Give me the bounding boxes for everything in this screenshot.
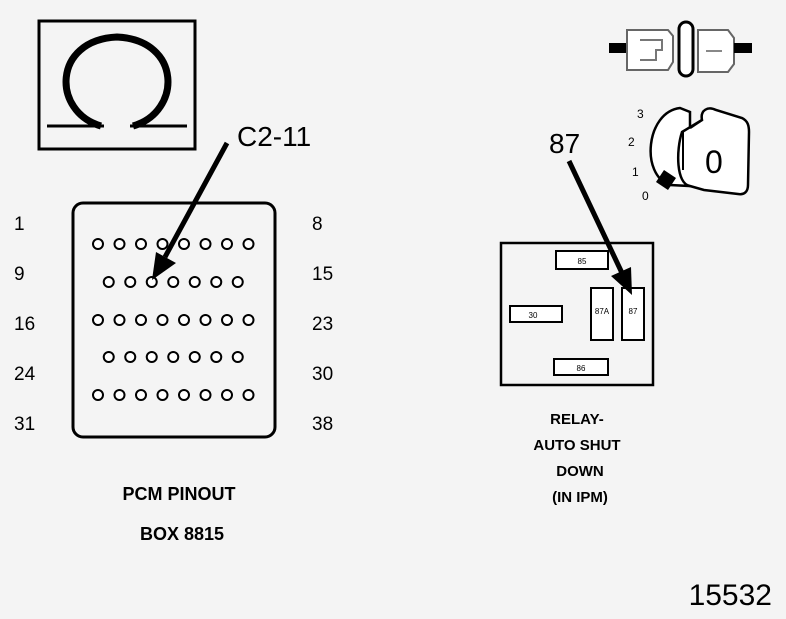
pin-label-9: 9 bbox=[14, 264, 25, 285]
pcm-pin-19 bbox=[156, 314, 169, 326]
ignition-position-1: 1 bbox=[632, 165, 639, 179]
relay-terminal-86-label: 86 bbox=[577, 364, 586, 373]
pcm-pin-21 bbox=[199, 314, 212, 326]
ignition-position-0: 0 bbox=[642, 189, 649, 203]
pcm-pin-5 bbox=[178, 238, 190, 250]
pcm-caption-line2: BOX 8815 bbox=[140, 524, 224, 544]
pin-label-23: 23 bbox=[312, 314, 333, 335]
pcm-pin-37 bbox=[221, 389, 233, 401]
relay-caption-line3: DOWN bbox=[556, 463, 604, 480]
relay-callout-label: 87 bbox=[549, 128, 580, 159]
relay-caption-line2: AUTO SHUT bbox=[533, 437, 620, 454]
pin-label-16: 16 bbox=[14, 314, 35, 335]
pcm-pin-27 bbox=[167, 351, 180, 363]
pcm-pin-36 bbox=[199, 389, 212, 401]
pcm-pin-35 bbox=[178, 389, 190, 401]
ohm-symbol-icon bbox=[37, 19, 197, 151]
relay-terminal-85-label: 85 bbox=[578, 257, 587, 266]
pcm-pin-29 bbox=[210, 351, 223, 363]
pcm-pin-16 bbox=[92, 314, 104, 326]
pcm-pin-7 bbox=[221, 238, 233, 250]
pcm-pin-22 bbox=[221, 314, 233, 326]
relay-terminal-87-label: 87 bbox=[629, 307, 638, 316]
pcm-pin-12 bbox=[167, 276, 180, 288]
pcm-pin-38 bbox=[242, 389, 255, 401]
ignition-key-icon bbox=[649, 106, 751, 196]
pin-label-8: 8 bbox=[312, 214, 323, 235]
ignition-position-3: 3 bbox=[637, 107, 644, 121]
pcm-pin-14 bbox=[210, 276, 223, 288]
pin-label-30: 30 bbox=[312, 364, 333, 385]
pcm-pin-13 bbox=[188, 276, 201, 288]
pcm-pin-34 bbox=[156, 389, 169, 401]
pin-label-24: 24 bbox=[14, 364, 36, 385]
pcm-pin-30 bbox=[231, 351, 244, 363]
relay-callout-arrow bbox=[566, 159, 632, 295]
pcm-pin-10 bbox=[124, 276, 137, 288]
relay-terminal-87 bbox=[621, 287, 645, 341]
ignition-key-label: 0 bbox=[705, 144, 723, 180]
ignition-switch-icon bbox=[609, 20, 752, 78]
pin-label-38: 38 bbox=[312, 414, 333, 435]
pin-label-15: 15 bbox=[312, 264, 333, 285]
pcm-pin-4 bbox=[156, 238, 169, 250]
ignition-position-2: 2 bbox=[628, 135, 635, 149]
pin-label-31: 31 bbox=[14, 414, 35, 435]
pcm-pin-17 bbox=[113, 314, 126, 326]
pcm-pin-24 bbox=[102, 351, 115, 363]
pcm-pin-32 bbox=[113, 389, 126, 401]
pcm-pin-23 bbox=[242, 314, 255, 326]
pcm-pin-9 bbox=[102, 276, 115, 288]
pcm-pin-31 bbox=[92, 389, 104, 401]
relay-body bbox=[499, 241, 655, 387]
pcm-callout-arrow bbox=[152, 141, 230, 280]
pcm-pin-grid bbox=[92, 238, 255, 401]
pcm-pin-8 bbox=[242, 238, 255, 250]
pcm-pin-15 bbox=[231, 276, 244, 288]
pcm-pin-18 bbox=[135, 314, 147, 326]
pcm-connector bbox=[71, 201, 277, 439]
relay-terminal-87a-label: 87A bbox=[595, 307, 610, 316]
relay-terminal-30-label: 30 bbox=[529, 311, 538, 320]
pcm-pin-25 bbox=[124, 351, 137, 363]
pcm-pin-26 bbox=[145, 351, 158, 363]
pcm-pin-3 bbox=[135, 238, 147, 250]
pcm-pin-1 bbox=[92, 238, 104, 250]
relay-caption-line1: RELAY- bbox=[550, 411, 604, 428]
pcm-pin-6 bbox=[199, 238, 212, 250]
relay-terminal-86 bbox=[553, 358, 609, 376]
pcm-pin-11 bbox=[145, 276, 158, 288]
pin-label-1: 1 bbox=[14, 214, 25, 235]
relay-terminal-87a bbox=[590, 287, 614, 341]
relay-terminal-30 bbox=[509, 305, 563, 323]
pcm-pin-20 bbox=[178, 314, 190, 326]
relay-caption-line4: (IN IPM) bbox=[552, 489, 608, 506]
pcm-pin-2 bbox=[113, 238, 126, 250]
pcm-pin-33 bbox=[135, 389, 147, 401]
pcm-callout-label: C2-11 bbox=[237, 121, 311, 152]
figure-number: 15532 bbox=[689, 579, 772, 612]
pcm-pin-28 bbox=[188, 351, 201, 363]
relay-terminal-85 bbox=[555, 250, 609, 270]
pcm-caption-line1: PCM PINOUT bbox=[122, 484, 235, 504]
